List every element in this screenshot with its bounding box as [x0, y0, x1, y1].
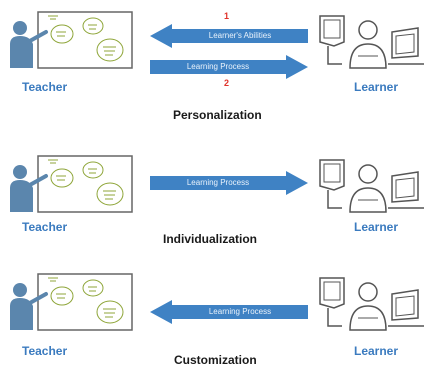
learner-at-computer-icon: [318, 156, 428, 220]
arrow-label: Learning Process: [186, 178, 250, 187]
learner-at-computer-icon: [318, 274, 428, 338]
teacher-label: Teacher: [22, 80, 68, 94]
section-title: Personalization: [173, 108, 262, 122]
teacher-at-whiteboard-icon: [6, 10, 136, 76]
left-arrow-icon: [150, 24, 308, 48]
section-title: Customization: [174, 353, 257, 367]
step-number-1: 1: [224, 11, 230, 21]
section-customization: Teacher Learner Learning Process Customi…: [0, 256, 430, 371]
right-arrow-icon: [150, 171, 308, 195]
step-number-2: 2: [224, 78, 230, 88]
learner-label: Learner: [354, 344, 399, 358]
arrow-label: Learner's Abilities: [208, 31, 272, 40]
arrow-label: Learning Process: [186, 62, 250, 71]
arrow-learners-abilities: Learner's Abilities: [150, 24, 308, 48]
learner-at-computer-icon: [318, 12, 428, 76]
teacher-label: Teacher: [22, 220, 68, 234]
teacher-at-whiteboard-icon: [6, 272, 136, 338]
learner-label: Learner: [354, 220, 399, 234]
right-arrow-icon: [150, 55, 308, 79]
arrow-learning-process: Learning Process: [150, 300, 308, 324]
arrow-learning-process: Learning Process: [150, 171, 308, 195]
section-individualization: Teacher Learner Learning Process Individ…: [0, 140, 430, 256]
left-arrow-icon: [150, 300, 308, 324]
teacher-label: Teacher: [22, 344, 68, 358]
teacher-at-whiteboard-icon: [6, 154, 136, 220]
section-personalization: Teacher Learner 1 Learner's Abilities: [0, 0, 430, 140]
learner-label: Learner: [354, 80, 399, 94]
arrow-learning-process-1: Learning Process: [150, 55, 308, 79]
section-title: Individualization: [163, 232, 258, 246]
arrow-label: Learning Process: [208, 307, 272, 316]
